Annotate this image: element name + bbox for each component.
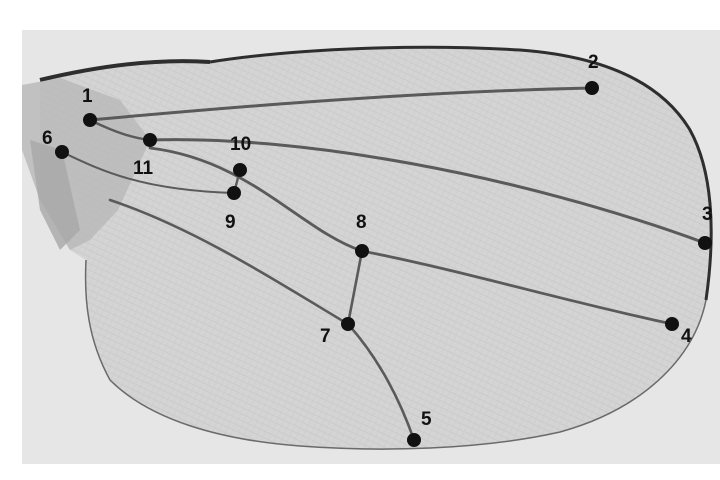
landmark-1-label: 1	[82, 86, 93, 107]
landmark-4-dot	[665, 317, 679, 331]
posterior-crossvein	[346, 249, 364, 326]
landmark-9-dot	[227, 186, 241, 200]
landmark-4-label: 4	[681, 326, 692, 347]
cubital-vein	[108, 198, 416, 442]
landmark-2-dot	[585, 81, 599, 95]
landmark-5-dot	[407, 433, 421, 447]
landmark-10-label: 10	[230, 134, 251, 155]
landmark-6-dot	[55, 145, 69, 159]
landmark-8-dot	[355, 244, 369, 258]
landmark-markers	[55, 81, 712, 447]
wing-veins	[61, 86, 707, 442]
landmark-5-label: 5	[421, 409, 432, 430]
landmark-6-label: 6	[42, 128, 53, 149]
wing-membrane	[22, 45, 713, 450]
landmark-9-label: 9	[225, 212, 236, 233]
landmark-3-dot	[698, 236, 712, 250]
landmark-3-label: 3	[702, 204, 713, 225]
landmark-7-dot	[341, 317, 355, 331]
landmark-8-label: 8	[356, 212, 367, 233]
landmark-labels: 1 2 3 4 5 6 7 8 9 10 11	[42, 52, 713, 430]
landmark-11-label: 11	[133, 158, 154, 179]
landmark-11-dot	[143, 133, 157, 147]
landmark-7-label: 7	[320, 326, 331, 347]
landmark-1-dot	[83, 113, 97, 127]
landmark-2-label: 2	[588, 52, 599, 73]
landmark-10-dot	[233, 163, 247, 177]
radial-vein	[148, 138, 707, 245]
costal-vein	[88, 86, 594, 122]
